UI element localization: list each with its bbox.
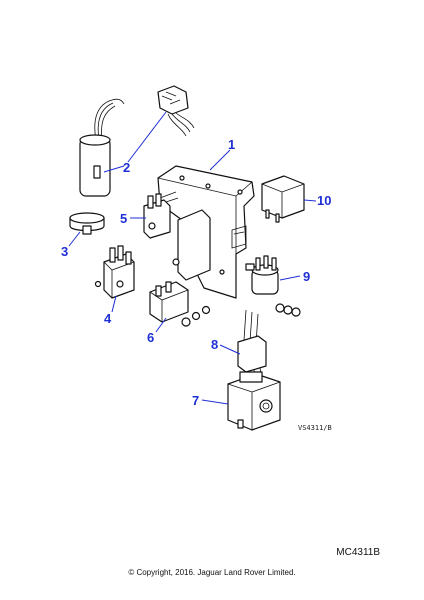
part-3-clip xyxy=(69,212,105,235)
callout-5: 5 xyxy=(120,211,127,226)
figure-reference: VS4311/B xyxy=(298,424,332,432)
part-5-relay xyxy=(143,193,171,239)
callout-leaders xyxy=(68,111,317,405)
drawing-number: MC4311B xyxy=(336,547,380,558)
part-1-bracket xyxy=(157,165,255,299)
part-2-capacitor xyxy=(79,98,125,197)
part-6-relay xyxy=(149,258,211,327)
callout-8: 8 xyxy=(211,337,218,352)
callout-1: 1 xyxy=(228,137,235,152)
callout-3: 3 xyxy=(61,244,68,259)
part-7-module xyxy=(227,371,281,431)
part-10-relay-box xyxy=(261,175,305,223)
callout-7: 7 xyxy=(192,393,199,408)
callout-9: 9 xyxy=(303,269,310,284)
callout-6: 6 xyxy=(147,330,154,345)
part-2-connector xyxy=(157,85,195,137)
callout-labels: 1 2 3 4 5 6 7 8 9 10 xyxy=(61,137,331,408)
callout-4: 4 xyxy=(104,311,112,326)
callout-10: 10 xyxy=(317,193,331,208)
part-4-relay xyxy=(94,245,135,299)
copyright-notice: © Copyright, 2016. Jaguar Land Rover Lim… xyxy=(128,568,296,577)
callout-2: 2 xyxy=(123,160,130,175)
part-9-unit xyxy=(245,255,301,317)
